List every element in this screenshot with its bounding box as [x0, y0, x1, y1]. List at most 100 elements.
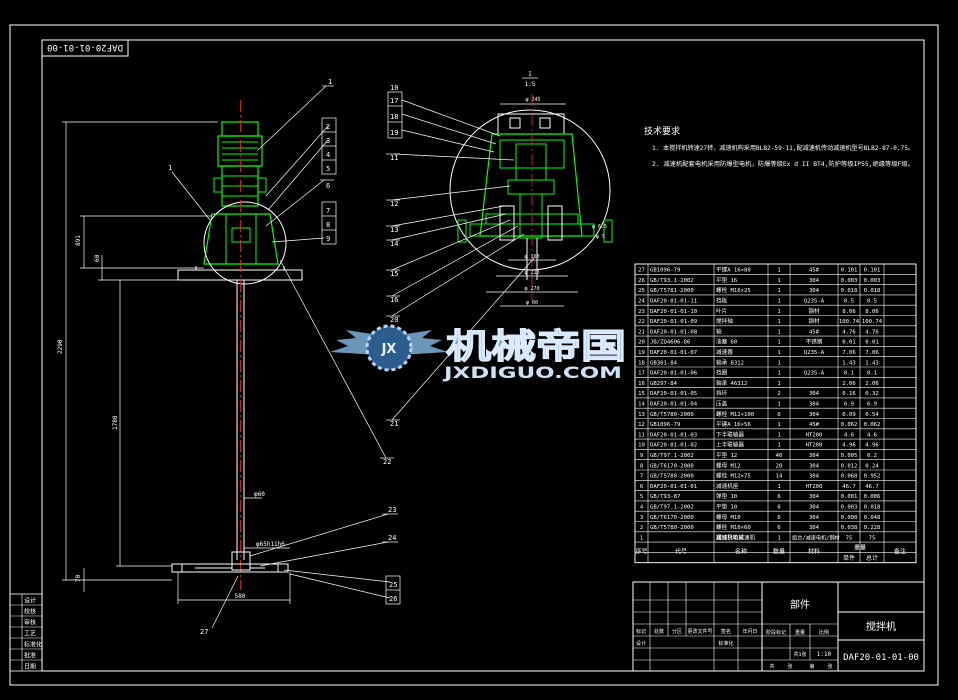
bom-cell: 上半联轴器: [716, 441, 744, 449]
callout-26: 26: [389, 595, 397, 603]
bom-cell: DAF20-01-01-06: [650, 371, 697, 377]
bom-cell: 0.018: [841, 288, 858, 294]
bom-cell: 1: [777, 299, 780, 305]
bom-cell: 4: [640, 505, 644, 511]
detail-callout-12: 12: [390, 200, 398, 208]
bom-cell: 1.43: [865, 360, 878, 366]
bom-cell: 轴: [716, 327, 722, 335]
bom-cell: 0.09: [842, 412, 855, 418]
callout-24: 24: [388, 534, 396, 542]
bom-cell: 8: [640, 463, 644, 469]
bom-cell: 304: [809, 525, 820, 531]
callout-6: 6: [326, 182, 330, 190]
bom-cell: 0.018: [864, 505, 881, 511]
bom-cell: 0.003: [841, 505, 858, 511]
detail-callout-16: 16: [390, 296, 398, 304]
bom-cell: 0.062: [841, 422, 858, 428]
bom-cell: GB/T93-87: [650, 494, 680, 500]
bom-cell: 4.6: [844, 432, 854, 438]
bom-cell: 减速机座: [716, 482, 739, 490]
bom-cell: 45#: [809, 422, 820, 428]
bom-cell: 0.2: [867, 453, 877, 459]
dim-detail-f: φ 5: [596, 234, 605, 240]
reducer-base: [203, 213, 279, 265]
bom-cell: 叶片: [716, 307, 728, 315]
weight-label: 重量: [795, 629, 805, 636]
bom-cell: 2.06: [842, 381, 855, 387]
bom-cell: 13: [638, 412, 645, 418]
bom-header-cell: 备注: [894, 547, 906, 555]
bom-cell: 0.008: [841, 515, 858, 521]
bom-cell: 304: [809, 463, 820, 469]
callout-7: 7: [326, 207, 330, 215]
bom-cell: 油塞 60: [716, 338, 737, 346]
bom-header-cell: 材料: [808, 547, 820, 555]
bom-cell: 4.76: [842, 329, 855, 335]
bom-cell: 20: [776, 463, 783, 469]
bom-cell: 40: [776, 453, 783, 459]
bom-cell: GB/T6170-2000: [650, 515, 694, 521]
motor-body: [217, 135, 263, 167]
bom-cell: JB/ZQ4606-86: [650, 340, 690, 346]
bom-cell: 304: [809, 494, 820, 500]
bom-cell: Q235-A: [804, 350, 825, 356]
bom-cell: 100.74: [862, 319, 883, 325]
callout-2: 2: [326, 123, 330, 131]
callout-25: 25: [389, 581, 397, 589]
bom-cell: DAF20-01-01-04: [650, 402, 698, 408]
detail-circle: [449, 109, 611, 271]
product-name: 搅拌机: [866, 620, 896, 633]
watermark-badge: JX: [381, 342, 397, 357]
bom-cell: 0.018: [864, 288, 881, 294]
bom-cell: GB/T5781-2000: [650, 288, 694, 294]
scale-value: 1:10: [817, 651, 832, 658]
bom-cell: 8.06: [842, 309, 855, 315]
bom-row1-material: 组合/减速电机/钢材: [792, 533, 840, 541]
bom-cell: 螺栓 M12×100: [716, 410, 754, 418]
bom-cell: 17: [638, 371, 645, 377]
bom-cell: 7.06: [842, 350, 855, 356]
bom-cell: 6: [777, 525, 780, 531]
bom-cell: 24: [638, 299, 645, 305]
bom-cell: DAF20-01-01-10: [650, 309, 697, 315]
bom-cell: 6.9: [844, 402, 854, 408]
bom-cell: 减速器: [716, 348, 733, 356]
bom-cell: 25: [638, 288, 645, 294]
bom-cell: 0.038: [841, 525, 858, 531]
bom-cell: 3: [640, 515, 643, 521]
bom-cell: 螺母 M10: [716, 513, 741, 521]
bom-cell: 0.048: [864, 515, 881, 521]
tb-sign-2: 标准化: [718, 640, 733, 647]
bom-cell: 11: [638, 432, 645, 438]
left-block-frame: [9, 593, 43, 672]
bom-cell: 46.7: [842, 484, 855, 490]
bom-cell: 6: [777, 505, 780, 511]
bom-cell: 螺栓 M10×60: [716, 523, 751, 531]
bom-cell: 1: [777, 268, 780, 274]
bom-cell: 1: [777, 443, 780, 449]
dim-overall-height: 2290: [57, 339, 64, 354]
svg-text:I: I: [528, 71, 532, 78]
bom-header-cell: 单件: [843, 554, 855, 562]
sheet-label: 共1张: [793, 651, 806, 658]
bom-cell: 0.101: [864, 268, 881, 274]
bom-cell: GB/T97.1-2002: [650, 453, 694, 459]
bom-cell: 0.5: [844, 299, 854, 305]
bom-cell: 挡圈: [716, 369, 728, 377]
bom-cell: 1: [777, 329, 780, 335]
bom-frame: [634, 263, 917, 564]
bom-cell: 1: [777, 381, 780, 387]
bom-cell: 挡板: [716, 297, 728, 305]
bom-cell: 304: [809, 505, 820, 511]
bom-cell: 304: [809, 453, 820, 459]
bom-cell: 0.1: [844, 371, 854, 377]
bom-cell: 螺栓 M16×25: [716, 286, 751, 294]
bom-cell: DAF20-01-01-11: [650, 299, 697, 305]
bom-cell: 7: [640, 474, 643, 480]
bom-cell: 下半联轴器: [716, 430, 744, 438]
bom-cell: 7.06: [865, 350, 878, 356]
bom-cell: 平垫 12: [716, 451, 737, 459]
bom-cell: 螺栓 M12×75: [716, 472, 751, 480]
bom-row1-name: 摆线针轮减速机: [716, 533, 756, 541]
dim-detail-e: φ 6.5: [592, 224, 607, 230]
